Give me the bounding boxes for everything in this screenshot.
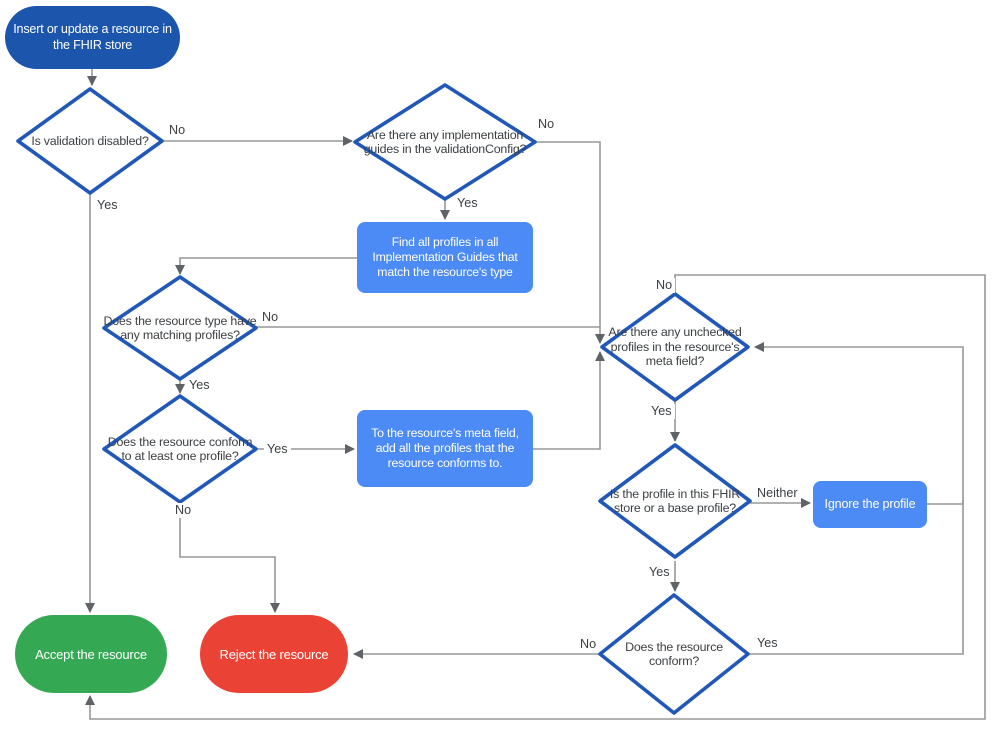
diamond-implementation-guides [353, 83, 537, 201]
diamond-conforms-at-least-one [102, 394, 258, 504]
decision-shapes [16, 83, 752, 715]
process-find-profiles: Find all profiles in all Implementation … [357, 222, 533, 293]
edge-conforms-no [179, 502, 280, 613]
label-conforms-at-least-one-no: No [172, 503, 195, 518]
diamond-matching-profiles-label: Does the resource type have any matching… [103, 313, 257, 342]
edge-ignore-loop-back [754, 342, 964, 505]
label-conforms-at-least-one-yes: Yes [264, 442, 291, 457]
process-ignore-profile: Ignore the profile [813, 481, 927, 528]
label-matching-profiles-no: No [259, 310, 282, 325]
label-profile-in-store-yes: Yes [646, 565, 673, 580]
label-resource-conforms-yes: Yes [754, 636, 781, 651]
diamond-implementation-guides-label: Are there any implementation guides in t… [363, 127, 527, 156]
label-profile-in-store-neither: Neither [754, 486, 801, 501]
diamond-matching-profiles [102, 275, 258, 381]
process-ignore-profile-label: Ignore the profile [824, 496, 916, 511]
edge-find-profiles-to-matching [175, 257, 357, 275]
start-node-label: Insert or update a resource in the FHIR … [13, 21, 172, 52]
label-implementation-guides-yes: Yes [454, 196, 481, 211]
diamond-conforms-at-least-one-label: Does the resource conform to at least on… [107, 434, 253, 463]
label-implementation-guides-no: No [535, 117, 558, 132]
process-add-profiles-label: To the resource's meta field, add all th… [371, 425, 519, 471]
label-validation-disabled-yes: Yes [94, 198, 121, 213]
label-validation-disabled-no: No [166, 123, 189, 138]
diamond-profile-in-store [598, 443, 752, 559]
process-add-profiles-to-meta: To the resource's meta field, add all th… [357, 410, 533, 487]
diamond-profile-in-store-label: Is the profile in this FHIR store or a b… [609, 486, 741, 515]
label-matching-profiles-yes: Yes [186, 378, 213, 393]
edge-implementation-guides-no [535, 141, 605, 344]
reject-node: Reject the resource [200, 615, 348, 693]
diamond-validation-disabled-label: Is validation disabled? [31, 133, 149, 148]
label-resource-conforms-no: No [577, 637, 600, 652]
edge-resource-conforms-yes-loop [748, 500, 964, 655]
diamond-unchecked-profiles-label: Are there any unchecked profiles in the … [608, 325, 742, 369]
label-unchecked-profiles-yes: Yes [648, 404, 675, 419]
accept-node-label: Accept the resource [35, 646, 147, 662]
diamond-validation-disabled [16, 87, 164, 195]
process-find-profiles-label: Find all profiles in all Implementation … [372, 234, 518, 280]
accept-node: Accept the resource [15, 615, 167, 693]
diamond-resource-conforms [598, 593, 750, 715]
label-unchecked-profiles-no: No [653, 278, 676, 293]
diamond-unchecked-profiles [600, 292, 750, 402]
diamond-resource-conforms-label: Does the resource conform? [625, 639, 723, 668]
start-node: Insert or update a resource in the FHIR … [5, 6, 180, 69]
edge-add-profiles-to-unchecked [533, 351, 605, 450]
reject-node-label: Reject the resource [219, 646, 329, 662]
